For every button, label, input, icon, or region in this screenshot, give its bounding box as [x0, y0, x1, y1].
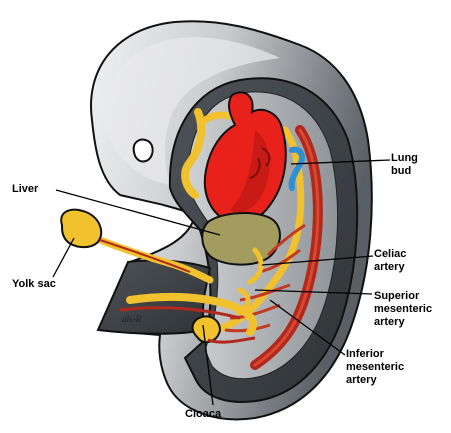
- label-yolk-sac: Yolk sac: [12, 278, 56, 290]
- label-sma-line3: artery: [374, 316, 405, 328]
- leader-liver: [55, 189, 221, 236]
- label-inferior-mesenteric-artery: Inferior mesenteric artery: [346, 348, 404, 387]
- pharynx: [181, 108, 206, 199]
- label-ima-line1: Inferior: [346, 348, 384, 360]
- label-sma-line2: mesenteric: [374, 303, 433, 315]
- otic-pit-icon: [132, 138, 154, 163]
- leader-lines: [52, 159, 391, 406]
- label-ima-line2: mesenteric: [346, 361, 405, 373]
- leader-cloaca: [202, 324, 214, 406]
- dorsal-aorta-highlight: [253, 128, 320, 367]
- heart-vessels: [249, 147, 271, 179]
- label-celiac-artery: Celiac artery: [374, 248, 406, 274]
- label-lung-bud: Lung bud: [391, 152, 418, 178]
- vitelline-artery: [99, 239, 191, 273]
- label-liver: Liver: [12, 183, 39, 195]
- label-sma-line1: Superior: [374, 290, 420, 302]
- yolk-sac: [60, 208, 103, 248]
- liver: [201, 212, 281, 266]
- leader-ima: [269, 299, 346, 356]
- heart-shade: [230, 130, 270, 213]
- leader-celiac: [261, 255, 374, 266]
- label-ima-line3: artery: [346, 374, 377, 386]
- leader-sma: [254, 289, 373, 295]
- label-superior-mesenteric-artery: Superior mesenteric artery: [374, 290, 432, 329]
- leader-yolk-sac: [52, 237, 75, 278]
- artist-signature: als-R: [122, 314, 141, 324]
- label-lung-bud-line1: Lung: [391, 152, 418, 164]
- hindgut: [126, 293, 258, 336]
- allantois: [207, 336, 256, 344]
- label-celiac-line1: Celiac: [374, 248, 407, 260]
- label-lung-bud-line2: bud: [391, 165, 412, 177]
- label-cloaca: Cloaca: [185, 408, 222, 420]
- umbilical-artery: [119, 306, 241, 320]
- leader-lung-bud: [290, 159, 391, 165]
- label-celiac-line2: artery: [374, 261, 405, 273]
